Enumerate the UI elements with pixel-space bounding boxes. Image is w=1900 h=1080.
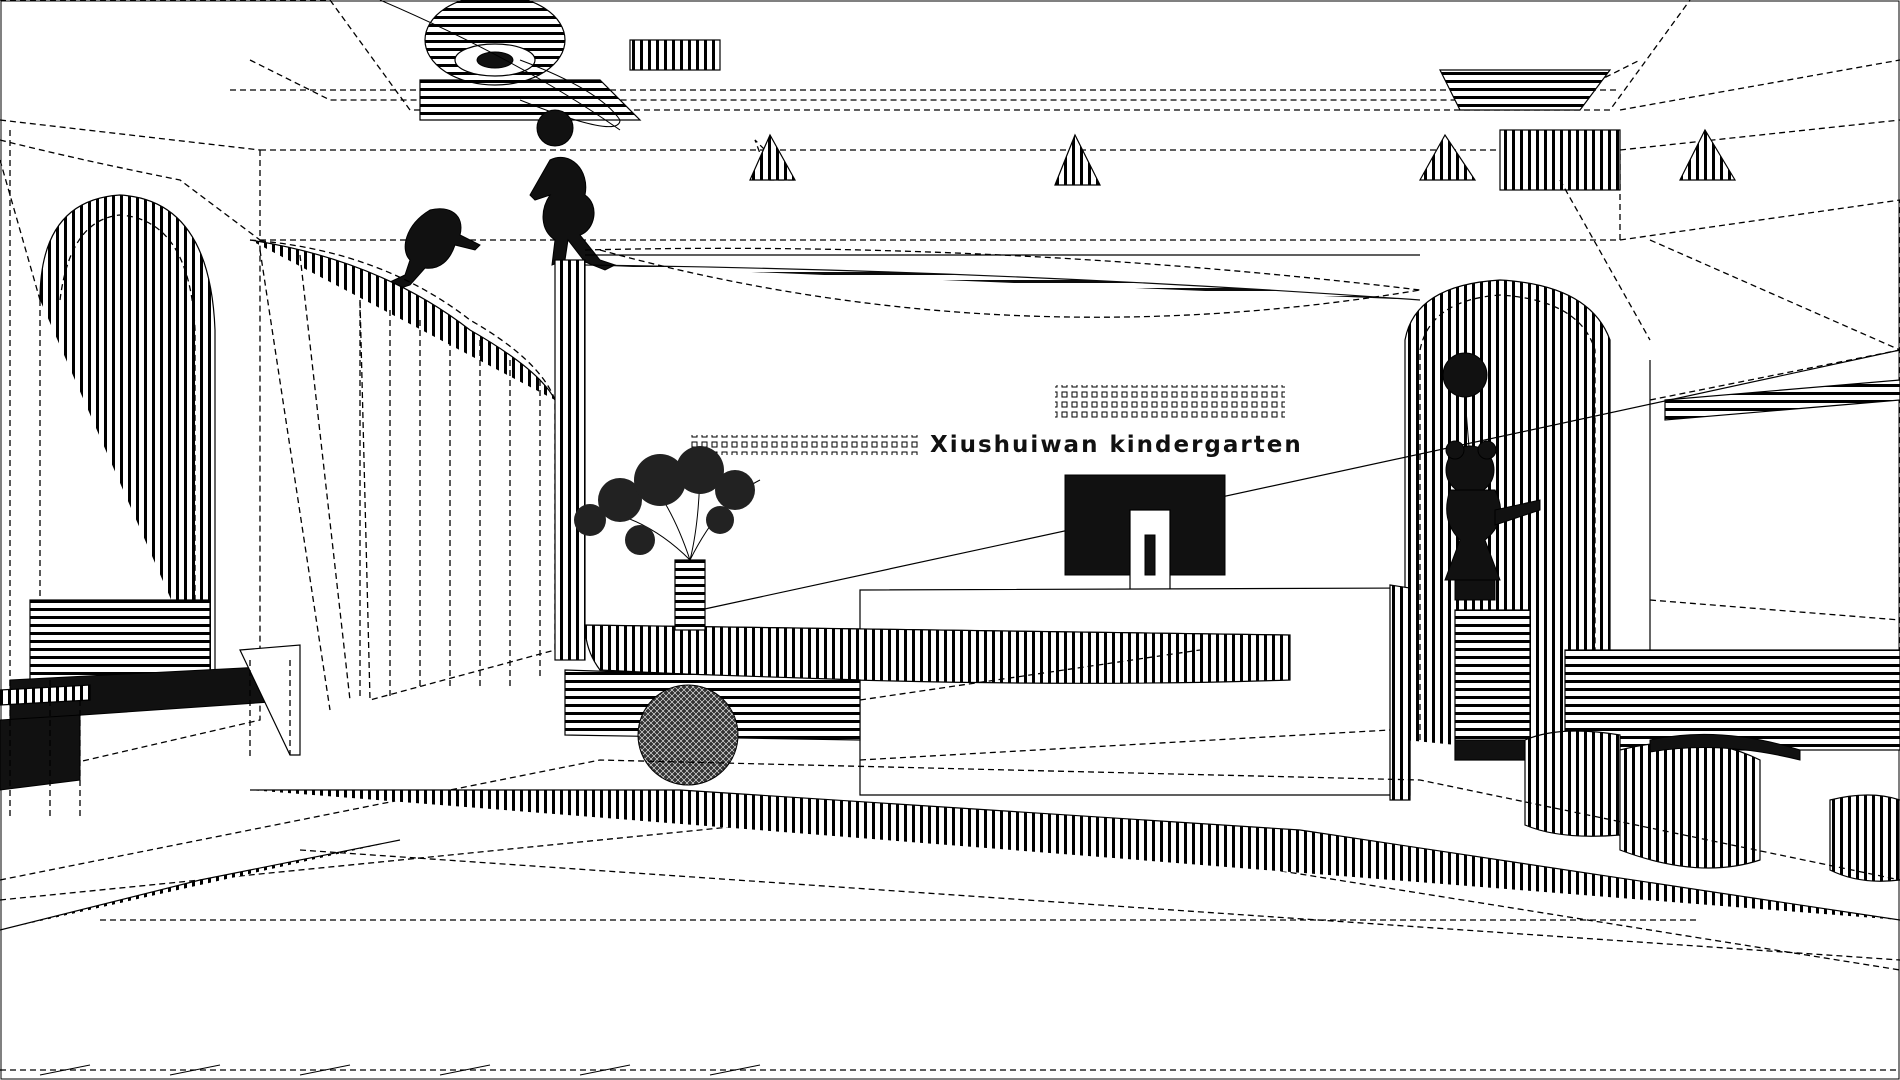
bear-statue bbox=[1442, 352, 1541, 761]
curtains bbox=[249, 239, 556, 711]
left-wall bbox=[0, 130, 261, 781]
astronaut-figures bbox=[389, 157, 617, 291]
display-screen bbox=[1064, 474, 1226, 591]
kindergarten-sign: Xiushuiwan kindergarten bbox=[930, 432, 1303, 458]
ceiling bbox=[0, 0, 1900, 241]
reception-desk bbox=[564, 584, 1411, 801]
planet-ornament bbox=[379, 0, 721, 147]
potted-plant bbox=[574, 446, 761, 631]
wall-pattern bbox=[688, 385, 1285, 455]
right-wall bbox=[1559, 179, 1900, 751]
bench-sofa bbox=[0, 599, 301, 820]
cone-lamps bbox=[749, 128, 1737, 186]
light-lines bbox=[599, 249, 1900, 611]
sphere-base bbox=[637, 684, 739, 786]
ottoman-seats bbox=[1524, 730, 1900, 882]
floor bbox=[0, 759, 1900, 1076]
